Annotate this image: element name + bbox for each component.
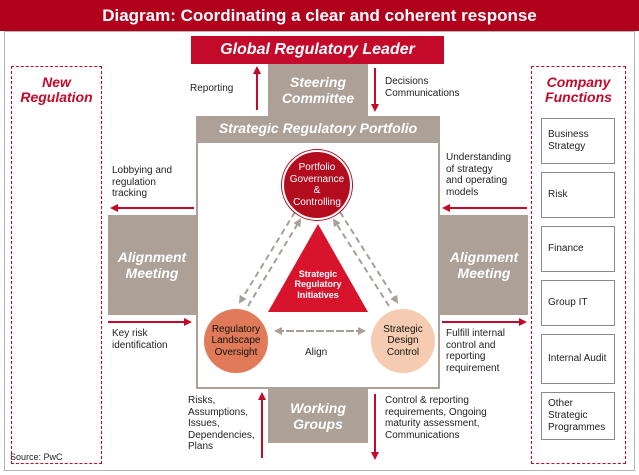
risks-label-line3: Issues, — [188, 418, 220, 429]
new-regulation-panel: New Regulation — [11, 66, 102, 464]
reporting-label: Reporting — [190, 83, 234, 94]
understanding-label-line2: of strategy — [446, 163, 493, 175]
decisions-label-line1: Decisions — [385, 76, 429, 87]
risks-label-line2: Assumptions, — [188, 406, 249, 418]
fulfill-label-line2: control and — [446, 339, 496, 351]
dashed-arrow-top-to-right — [339, 211, 399, 304]
diagram-title: Diagram: Coordinating a clear and cohere… — [0, 0, 639, 31]
fulfill-label-line1: Fulfill internal — [446, 328, 505, 339]
function-group-it: Group IT — [541, 280, 615, 326]
circle-label-line3: Oversight — [214, 346, 258, 358]
lobbying-label-line1: Lobbying and — [112, 165, 173, 176]
understanding-label-line1: Understanding — [446, 152, 512, 163]
function-label-line1: Internal Audit — [548, 353, 607, 364]
function-label-line1: Risk — [548, 189, 568, 200]
new-regulation-title-line1: New — [42, 74, 71, 90]
control-label-line4: Communications — [385, 429, 460, 441]
function-label-line3: Programmes — [548, 422, 606, 433]
company-functions-title-line2: Functions — [545, 89, 612, 106]
diagram-frame — [4, 31, 635, 471]
company-functions-title-line1: Company — [546, 74, 611, 90]
alignment-meeting-line1: Alignment — [117, 248, 187, 265]
control-label-line2: requirements, Ongoing — [385, 406, 487, 418]
circle-label-line4: Controlling — [293, 196, 341, 208]
control-label-line1: Control & reporting — [385, 395, 469, 406]
triangle-label-line2: Regulatory — [294, 279, 342, 290]
function-label-line1: Other — [548, 398, 574, 409]
understanding-label: Understanding of strategy and operating … — [446, 152, 511, 198]
understanding-label-line3: and operating — [446, 175, 508, 186]
fulfill-label-line4: requirement — [446, 362, 500, 374]
dashed-arrow-right-to-top — [332, 218, 390, 307]
lobbying-label: Lobbying and regulation tracking — [112, 165, 172, 200]
circle-label-line3: & — [313, 185, 321, 196]
company-functions-panel: Company Functions — [531, 66, 626, 464]
function-label-line1: Group IT — [548, 297, 588, 308]
lobbying-label-line2: regulation — [112, 176, 156, 188]
circle-label-line2: Governance — [289, 173, 345, 185]
decisions-label: Decisions Communications — [385, 76, 459, 99]
function-label-line2: Strategic — [548, 410, 588, 421]
working-groups-line2: Groups — [293, 416, 343, 432]
dashed-arrow-top-to-left — [238, 211, 296, 304]
steering-committee-line2: Committee — [281, 90, 355, 106]
circle-label-line1: Regulatory — [211, 323, 261, 335]
fulfill-label-line3: reporting — [446, 351, 486, 362]
function-risk: Risk — [541, 172, 615, 218]
alignment-meeting-line2: Meeting — [457, 265, 511, 281]
control-label-line3: maturity assessment, — [385, 418, 480, 429]
strategic-regulatory-portfolio-bar: Strategic Regulatory Portfolio — [196, 116, 440, 141]
risks-label-line1: Risks, — [188, 395, 216, 406]
function-label-line1: Business — [548, 129, 589, 140]
lobbying-label-line3: tracking — [112, 188, 148, 199]
circle-label-line3: Control — [386, 346, 420, 358]
alignment-meeting-line1: Alignment — [449, 248, 519, 265]
key-risk-label: Key risk identification — [112, 328, 168, 351]
understanding-label-line4: models — [446, 186, 479, 198]
risks-label: Risks, Assumptions, Issues, Dependencies… — [188, 395, 255, 453]
function-label-line2: Strategy — [548, 141, 586, 152]
circle-label-line1: Portfolio — [298, 162, 336, 173]
new-regulation-title-line2: Regulation — [20, 89, 93, 106]
source-note: Source: PwC — [10, 452, 63, 462]
company-functions-title: Company Functions — [532, 74, 625, 106]
decisions-label-line2: Communications — [385, 87, 460, 99]
dashed-arrow-left-to-top — [247, 218, 302, 307]
risks-label-line5: Plans — [188, 441, 214, 452]
function-label-line1: Finance — [548, 243, 584, 254]
alignment-meeting-line2: Meeting — [125, 265, 179, 281]
strategic-initiatives-triangle — [268, 224, 368, 312]
risks-label-line4: Dependencies, — [188, 429, 255, 441]
circle-label-line2: Design — [387, 335, 419, 347]
align-label: Align — [305, 347, 328, 358]
working-groups-line1: Working — [290, 399, 346, 416]
triangle-label-line3: Initiatives — [297, 289, 339, 300]
function-internal-audit: Internal Audit — [541, 334, 615, 384]
steering-committee-line1: Steering — [289, 73, 346, 90]
circle-label-line1: Strategic — [383, 323, 423, 335]
fulfill-label: Fulfill internal control and reporting r… — [446, 328, 505, 374]
key-risk-label-line2: identification — [112, 339, 168, 351]
triangle-label: Strategic Regulatory Initiatives — [282, 269, 354, 300]
circle-label-line2: Landscape — [211, 335, 261, 347]
new-regulation-title: New Regulation — [12, 74, 101, 106]
global-regulatory-leader: Global Regulatory Leader — [191, 36, 444, 64]
triangle-label-line1: Strategic — [298, 269, 338, 279]
control-label: Control & reporting requirements, Ongoin… — [385, 395, 487, 441]
key-risk-label-line1: Key risk — [112, 328, 148, 339]
function-finance: Finance — [541, 226, 615, 272]
